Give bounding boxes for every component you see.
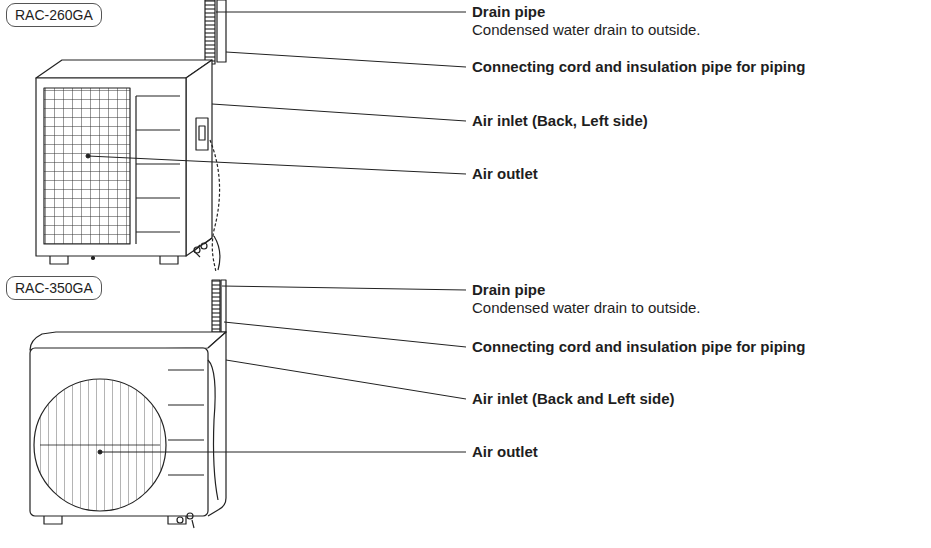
part-label: Air outlet	[472, 165, 538, 183]
model-box: RAC-260GA	[6, 3, 102, 27]
model-name: RAC-260GA	[15, 7, 93, 23]
model-name: RAC-350GA	[15, 280, 93, 296]
leader-line	[86, 12, 466, 454]
model-box: RAC-350GA	[6, 276, 102, 300]
part-label: Connecting cord and insulation pipe for …	[472, 58, 805, 76]
note-text: Condensed water drain to outside.	[472, 299, 700, 317]
part-label: Air inlet (Back and Left side)	[472, 390, 675, 408]
part-label: Drain pipe	[472, 281, 545, 299]
part-label: Air inlet (Back, Left side)	[472, 112, 648, 130]
part-label: Air outlet	[472, 443, 538, 461]
part-label: Connecting cord and insulation pipe for …	[472, 338, 805, 356]
part-label: Drain pipe	[472, 3, 545, 21]
note-text: Condensed water drain to outside.	[472, 21, 700, 39]
